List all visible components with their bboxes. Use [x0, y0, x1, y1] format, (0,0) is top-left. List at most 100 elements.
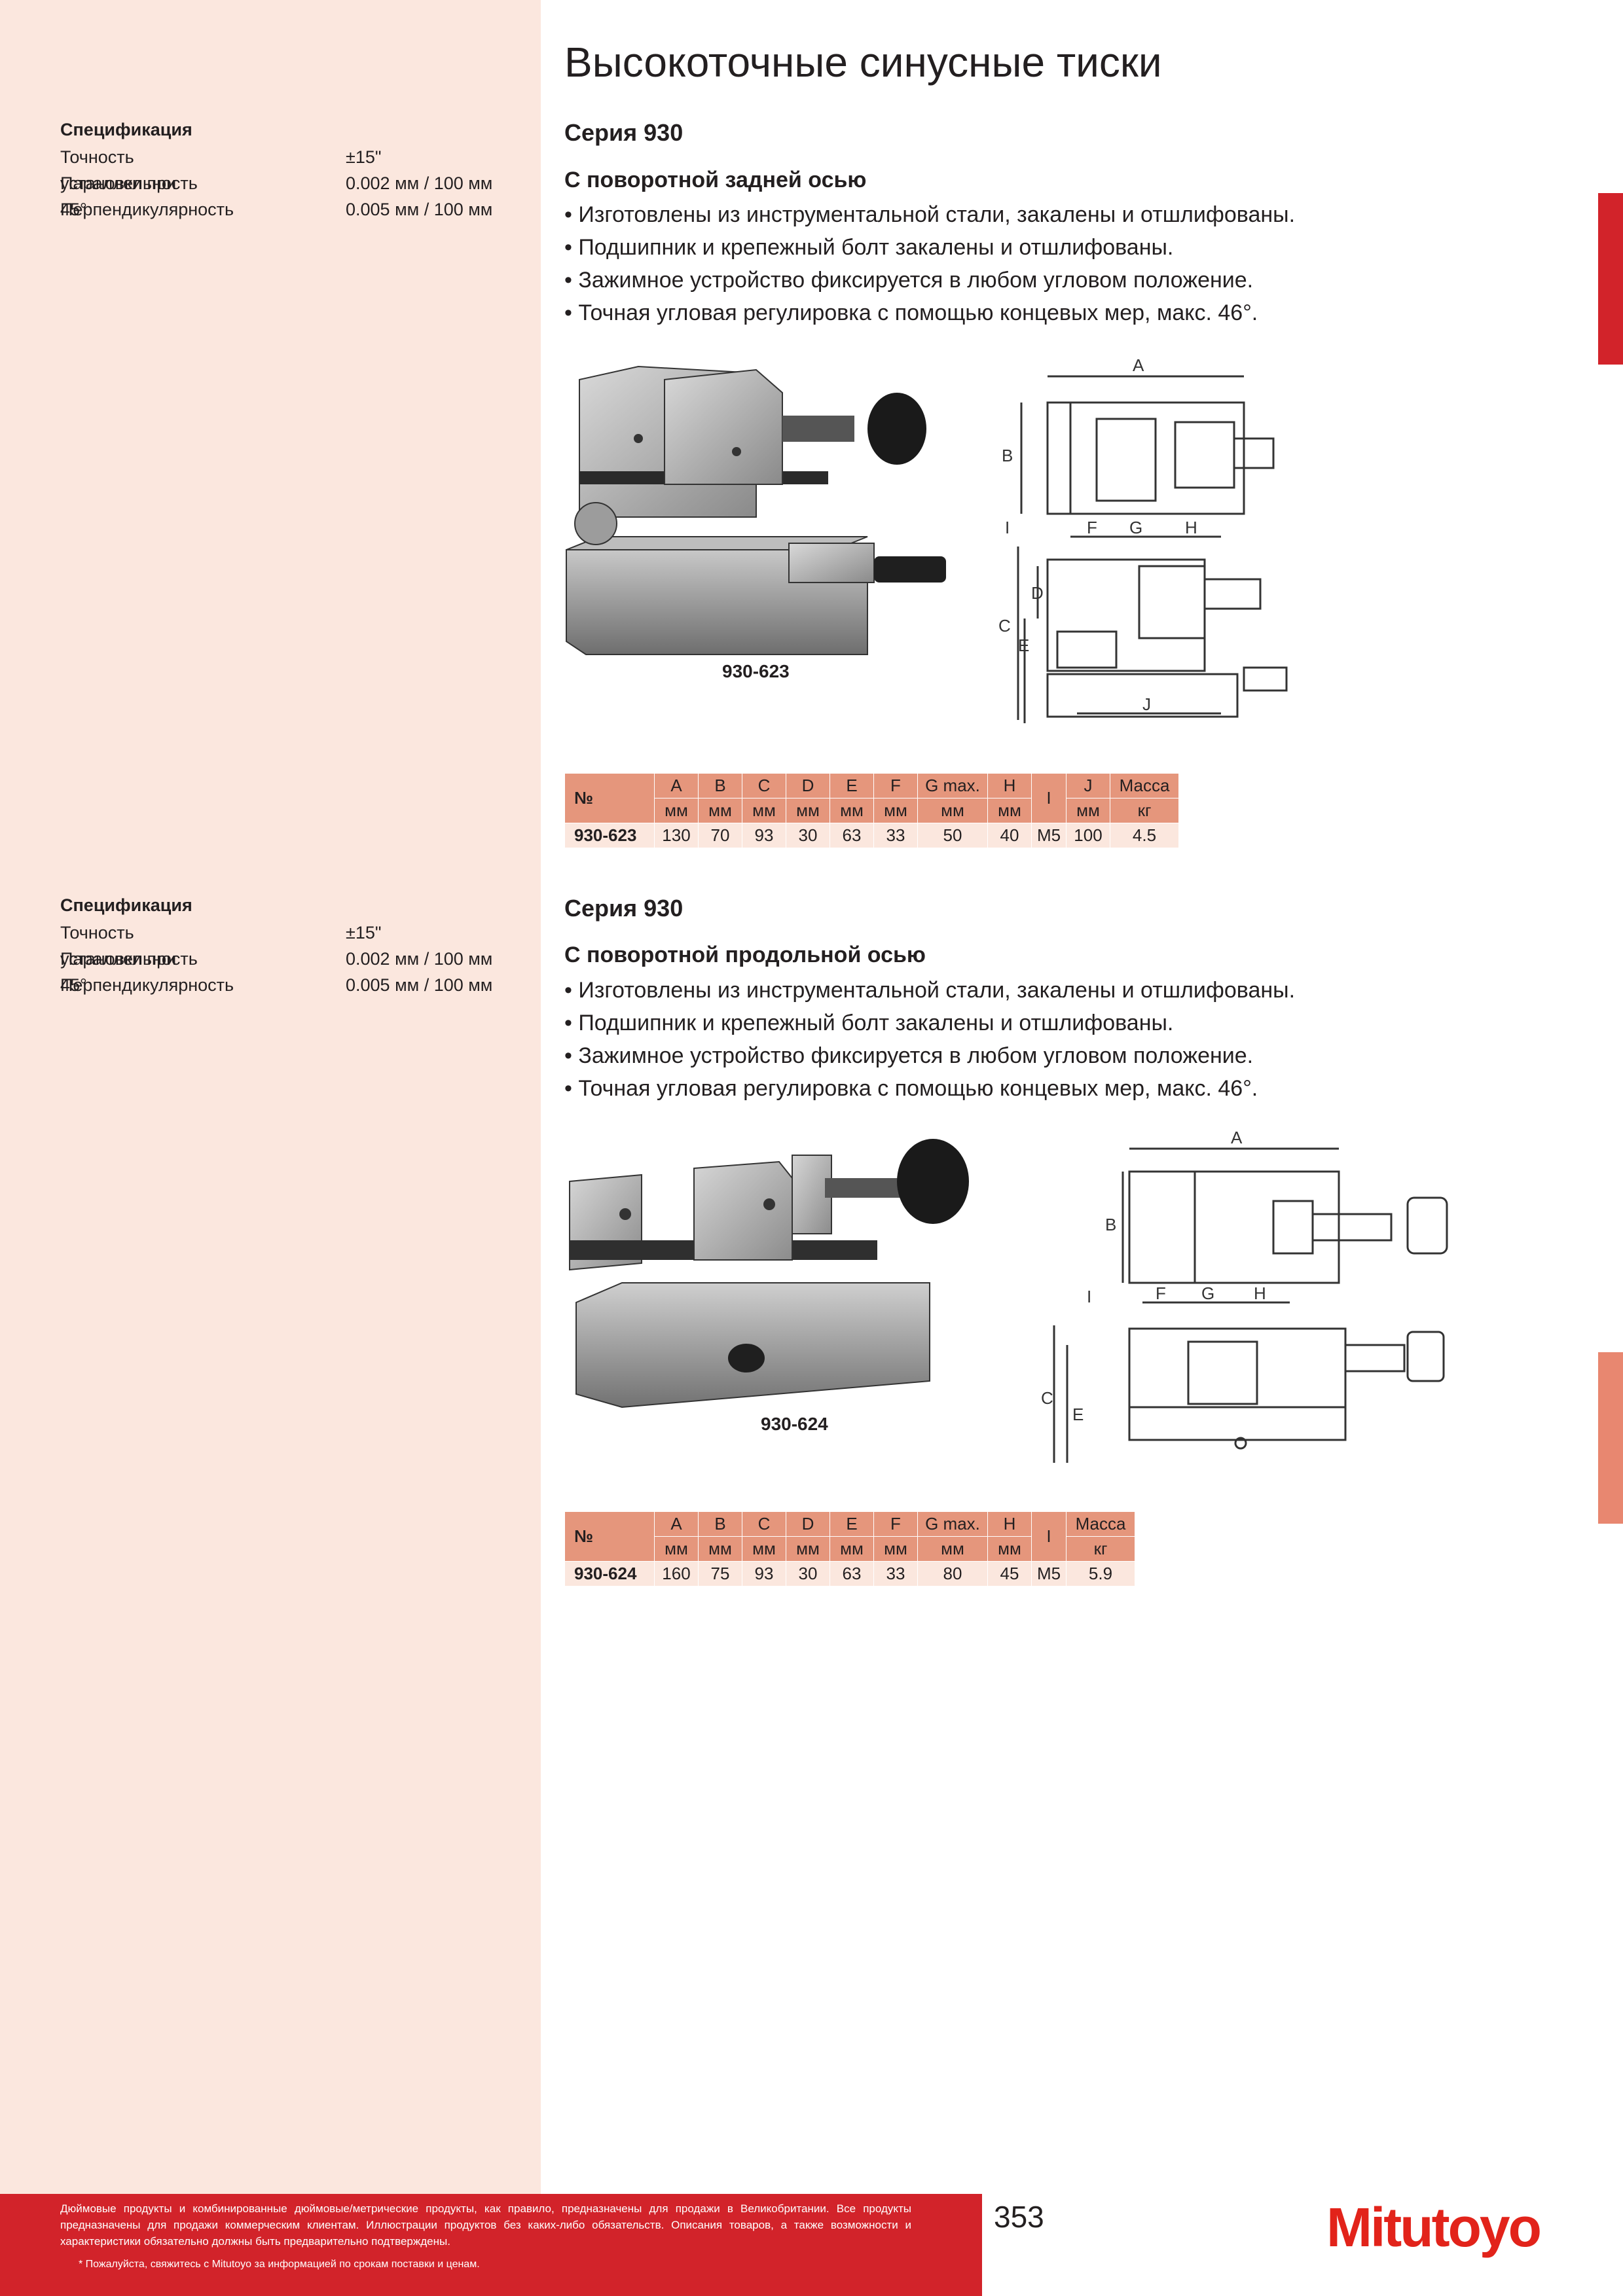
feature-item: Точная угловая регулировка с помощью кон… — [564, 296, 1295, 329]
feature-item: Зажимное устройство фиксируется в любом … — [564, 1039, 1295, 1072]
spec-row: Точность установки при 45° ±15" — [60, 144, 381, 219]
feature-item: Подшипник и крепежный болт закалены и от… — [564, 231, 1295, 264]
footer-disclaimer: Дюймовые продукты и комбинированные дюйм… — [60, 2202, 911, 2248]
page-number: 353 — [994, 2200, 1044, 2234]
table-cell: 30 — [786, 1561, 830, 1587]
dim-label: C — [998, 616, 1011, 636]
table-header-cell: D — [786, 773, 830, 798]
product-caption: 930-623 — [722, 661, 790, 681]
table-cell: M5 — [1031, 1561, 1067, 1587]
table-header-cell: G max. — [917, 773, 988, 798]
spec-value: 0.005 мм / 100 мм — [346, 975, 493, 995]
spec-row: Точность установки при 45°±15" — [60, 920, 381, 995]
spec-key: Параллельность — [60, 173, 198, 193]
dim-label: C — [1041, 1388, 1053, 1408]
dim-label: A — [1133, 357, 1144, 375]
table-unit-cell: мм — [987, 1536, 1032, 1562]
series-heading: Серия 930 — [564, 895, 684, 922]
table-unit-cell: мм — [698, 1536, 742, 1562]
spec-value: ±15" — [346, 923, 382, 942]
table-header-cell: G max. — [917, 1511, 988, 1537]
table-cell: 100 — [1066, 823, 1110, 848]
table-cell-model: 930-623 — [564, 823, 655, 848]
table-unit-cell: мм — [830, 1536, 874, 1562]
dim-label: E — [1072, 1405, 1084, 1424]
spec-block: Спецификация Точность установки при 45° ±… — [60, 117, 492, 223]
table-cell: 50 — [917, 823, 988, 848]
page-title: Высокоточные синусные тиски — [564, 39, 1162, 86]
dim-label: I — [1087, 1287, 1091, 1306]
dim-label: H — [1185, 518, 1197, 537]
series-heading: Серия 930 — [564, 119, 684, 146]
product-caption: 930-624 — [761, 1414, 828, 1434]
table-cell: 33 — [873, 823, 918, 848]
vise-photo-930-623 — [560, 353, 953, 661]
vise-photo-930-624 — [563, 1132, 1048, 1420]
feature-item: Изготовлены из инструментальной стали, з… — [564, 198, 1295, 231]
table-cell: 160 — [654, 1561, 699, 1587]
feature-item: Подшипник и крепежный болт закалены и от… — [564, 1007, 1295, 1039]
dim-label: B — [1002, 446, 1013, 465]
spec-key: Перпендикулярность — [60, 975, 234, 995]
table-unit-cell: мм — [698, 798, 742, 823]
table-cell: 63 — [830, 1561, 874, 1587]
table-unit-cell: мм — [1066, 798, 1110, 823]
table-header-cell: H — [987, 1511, 1032, 1537]
table-cell: 45 — [987, 1561, 1032, 1587]
spec-block: Спецификация Точность установки при 45°±… — [60, 892, 492, 998]
table-header-cell: C — [742, 1511, 786, 1537]
table-cell: 40 — [987, 823, 1032, 848]
table-header-cell: A — [654, 773, 699, 798]
table-header-cell: E — [830, 1511, 874, 1537]
spec-value: 0.002 мм / 100 мм — [346, 173, 493, 193]
spec-value: ±15" — [346, 147, 382, 167]
table-cell-model: 930-624 — [564, 1561, 655, 1587]
table-header-cell: J — [1066, 773, 1110, 798]
table-cell: 75 — [698, 1561, 742, 1587]
table-header-no: № — [564, 773, 655, 823]
spec-row: Параллельность 0.002 мм / 100 мм — [60, 170, 492, 196]
table-unit-cell: мм — [654, 798, 699, 823]
technical-drawing-930-624: A B I F G H C E — [1041, 1129, 1460, 1469]
table-header-no: № — [564, 1511, 655, 1562]
spec-key: Параллельность — [60, 949, 198, 969]
dim-label: J — [1142, 694, 1151, 714]
table-cell: 4.5 — [1110, 823, 1179, 848]
dim-label: D — [1031, 583, 1044, 603]
table-header-cell: I — [1031, 1511, 1067, 1562]
table-header-cell: E — [830, 773, 874, 798]
footer-bar — [0, 2194, 982, 2296]
sidebar-background — [0, 0, 541, 2194]
table-header-cell: C — [742, 773, 786, 798]
table-unit-cell: кг — [1066, 1536, 1135, 1562]
table-unit-cell: кг — [1110, 798, 1179, 823]
table-unit-cell: мм — [830, 798, 874, 823]
spec-key: Точность установки при 45° — [60, 147, 177, 219]
footer-note: * Пожалуйста, свяжитесь с Mitutoyo за ин… — [79, 2259, 480, 2270]
feature-item: Изготовлены из инструментальной стали, з… — [564, 974, 1295, 1007]
spec-heading: Спецификация — [60, 895, 192, 915]
dim-label: H — [1254, 1283, 1266, 1303]
spec-heading: Спецификация — [60, 120, 192, 139]
dim-label: F — [1156, 1283, 1166, 1303]
table-unit-cell: мм — [654, 1536, 699, 1562]
spec-row: Перпендикулярность 0.005 мм / 100 мм — [60, 972, 492, 998]
feature-item: Зажимное устройство фиксируется в любом … — [564, 264, 1295, 296]
table-cell: 93 — [742, 1561, 786, 1587]
feature-list: Изготовлены из инструментальной стали, з… — [564, 198, 1295, 329]
spec-value: 0.005 мм / 100 мм — [346, 200, 493, 219]
table-unit-cell: мм — [987, 798, 1032, 823]
section-subtitle: С поворотной продольной осью — [564, 942, 926, 967]
table-header-cell: F — [873, 773, 918, 798]
dim-label: A — [1231, 1129, 1243, 1147]
table-cell: 93 — [742, 823, 786, 848]
